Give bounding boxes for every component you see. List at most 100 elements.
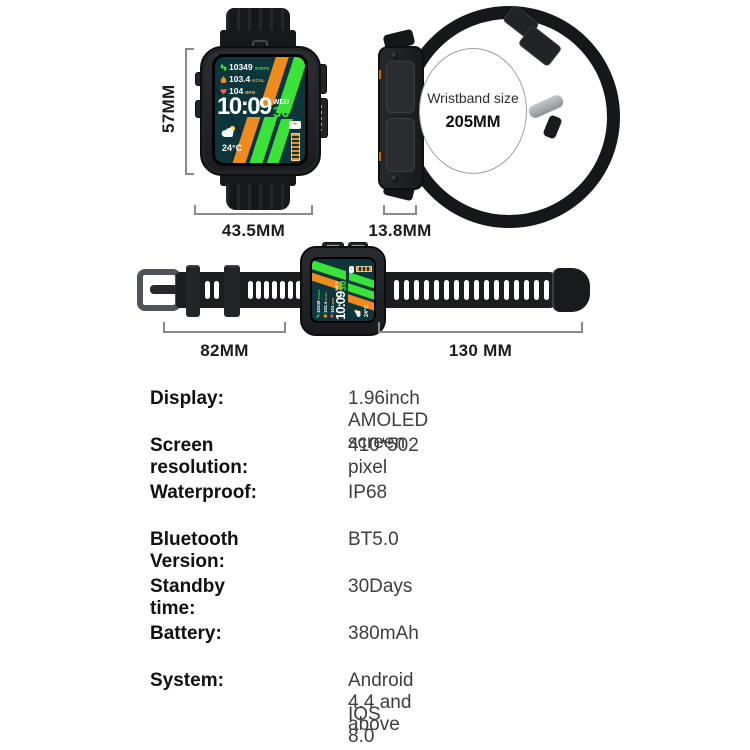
width-dimension-line	[194, 213, 313, 215]
band-hole	[205, 281, 210, 299]
short-band-dimension-label: 82MM	[200, 341, 249, 360]
thickness-dimension-line	[383, 213, 417, 215]
band-hole	[524, 280, 529, 300]
short-band-dimension-line	[163, 331, 286, 333]
dimension-tick	[415, 205, 417, 215]
date-value: 30	[338, 280, 348, 291]
date-column: WED 30	[272, 99, 290, 121]
band-hole	[214, 281, 219, 299]
spec-label: Bluetooth Version:	[150, 529, 239, 572]
band-hole	[404, 280, 409, 300]
calories-unit: KCAL	[252, 77, 265, 83]
band-hole	[514, 280, 519, 300]
steps-value: 10349	[315, 300, 321, 313]
weather-icon	[354, 309, 361, 317]
spec-value: 380mAh	[348, 623, 419, 644]
side-orange-marking	[379, 70, 381, 79]
band-hole	[280, 281, 285, 299]
time-value: 10:09	[333, 291, 348, 320]
band-hole	[474, 280, 479, 300]
dimension-tick	[185, 48, 194, 50]
spec-label: Battery:	[150, 623, 222, 644]
battery-bar-icon	[291, 133, 300, 161]
band-hole	[394, 280, 399, 300]
spec-value: 1.96inch AMOLED screen	[348, 388, 429, 453]
front-top-band-connector	[220, 30, 296, 48]
health-stats: 10349 STEPS 103.4 KCAL 104 BPM	[220, 62, 269, 98]
footprints-icon	[316, 314, 320, 318]
spec-value: Android 4.4 and above	[348, 670, 414, 735]
temperature-value: 24°C	[364, 304, 370, 317]
band-hole	[256, 281, 261, 299]
calories-stat: 103.4 KCAL	[220, 74, 269, 84]
spec-label: Waterproof:	[150, 482, 257, 503]
calories-unit: KCAL	[323, 292, 328, 301]
heart-rate-stat: 104 BPM	[329, 290, 335, 318]
spec-label: Standby time:	[150, 576, 225, 619]
band-hole	[534, 280, 539, 300]
heart-icon	[220, 88, 227, 94]
thickness-dimension-label: 13.8MM	[368, 221, 432, 240]
steps-unit: STEPS	[316, 289, 321, 300]
band-hole	[414, 280, 419, 300]
band-hole	[484, 280, 489, 300]
spec-value: IOS 8.0 and above	[348, 704, 381, 750]
steps-unit: STEPS	[254, 65, 270, 71]
crown-marking	[320, 105, 322, 131]
band-hole	[288, 281, 293, 299]
steps-stat: 10349 STEPS	[315, 290, 321, 318]
flat-watch-screen: 10349 STEPS 103.4 KCAL 104 BPM	[310, 257, 376, 323]
battery-plus-icon: +	[349, 266, 354, 273]
wristband-size-text: Wristband size	[427, 90, 519, 106]
band-hole	[504, 280, 509, 300]
health-stats: 10349 STEPS 103.4 KCAL 104 BPM	[315, 290, 336, 318]
buckle-prong	[150, 285, 182, 294]
time-display: 10:09 WED 30	[333, 280, 348, 320]
footprints-icon	[220, 63, 227, 71]
band-pin	[252, 40, 268, 49]
battery-bar-icon	[356, 266, 372, 272]
wristband-size-value: 205MM	[445, 113, 501, 131]
calories-stat: 103.4 KCAL	[322, 290, 328, 318]
band-hole	[434, 280, 439, 300]
time-display: 10:09 WED 30	[217, 93, 290, 121]
long-band-dimension-label: 130 MM	[448, 341, 513, 360]
band-hole	[424, 280, 429, 300]
spec-label: Screen resolution:	[150, 435, 249, 478]
heart-rate-stat: 104 BPM	[220, 86, 269, 96]
heart-icon	[330, 314, 334, 318]
dimension-tick	[185, 173, 194, 175]
watch-screen: 10349 STEPS 103.4 KCAL 104 BPM 10:09 WED	[212, 54, 308, 166]
case-screw	[391, 175, 398, 182]
band-hole	[296, 281, 301, 299]
wristband-size-circle: Wristband size 205MM	[419, 48, 527, 174]
height-dimension-label: 57MM	[159, 84, 178, 133]
spec-label: System:	[150, 670, 224, 691]
rotated-watch-face: 10349 STEPS 103.4 KCAL 104 BPM	[312, 259, 374, 321]
band-hole	[464, 280, 469, 300]
date-column: WED 30	[334, 280, 348, 291]
dimension-tick	[284, 322, 286, 333]
heart-rate-value: 104	[229, 85, 244, 96]
dimension-tick	[163, 322, 165, 333]
side-watch-case	[378, 46, 424, 190]
front-bottom-band	[226, 184, 290, 210]
calories-value: 103.4	[229, 73, 251, 84]
band-end-cap	[552, 268, 590, 312]
flame-icon	[220, 75, 227, 83]
band-hole	[264, 281, 269, 299]
time-value: 10:09	[217, 93, 272, 120]
spec-value: 30Days	[348, 576, 413, 597]
band-hole	[272, 281, 277, 299]
long-band-dimension-line	[378, 331, 583, 333]
dimension-tick	[311, 205, 313, 215]
date-value: 30	[272, 104, 290, 121]
spec-value: 410*502 pixel	[348, 435, 419, 478]
case-screw	[391, 52, 398, 59]
band-hole	[454, 280, 459, 300]
spec-value: BT5.0	[348, 529, 399, 550]
spec-value: IP68	[348, 482, 388, 503]
calories-value: 103.4	[322, 301, 328, 313]
weather-icon	[221, 125, 236, 137]
